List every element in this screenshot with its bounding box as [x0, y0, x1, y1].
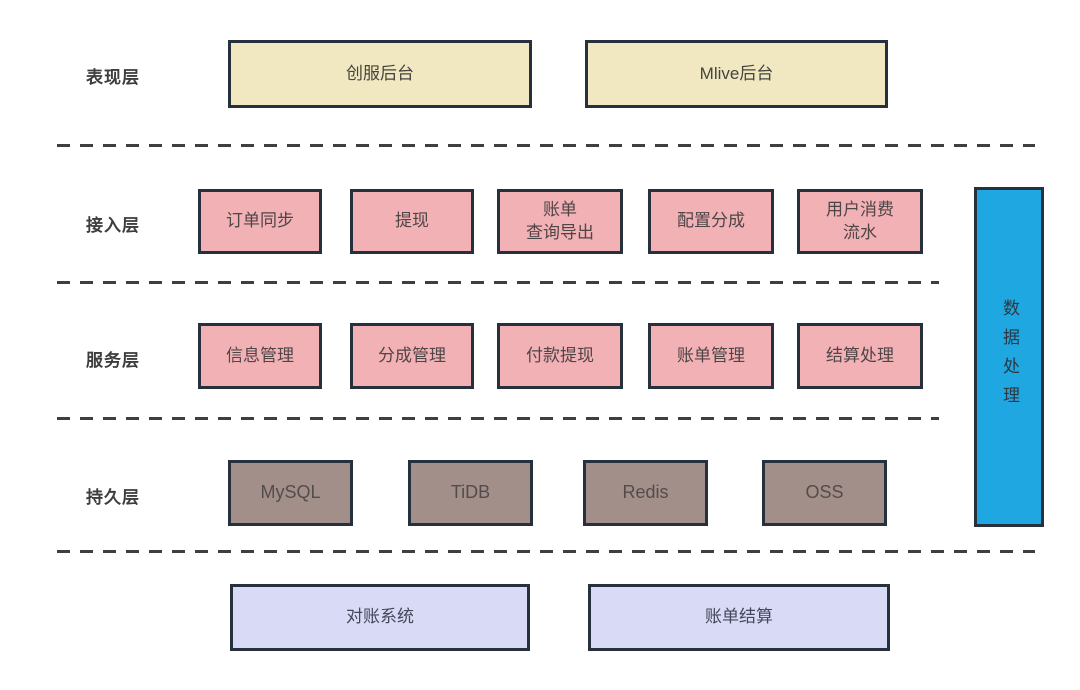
data-processing-pipeline-label: 数据处理 — [1000, 299, 1020, 415]
box-user-consumption-flow: 用户消费 流水 — [797, 189, 923, 254]
data-processing-pipeline: 数据处理 — [974, 187, 1044, 527]
box-bill-query-export: 账单 查询导出 — [497, 189, 623, 254]
box-profit-share-config: 配置分成 — [648, 189, 774, 254]
box-info-management: 信息管理 — [198, 323, 322, 389]
service-layer-label: 服务层 — [86, 351, 140, 370]
layer-divider-3 — [57, 417, 939, 420]
box-withdraw: 提现 — [350, 189, 474, 254]
box-order-sync: 订单同步 — [198, 189, 322, 254]
box-redis: Redis — [583, 460, 708, 526]
access-layer-label: 接入层 — [86, 216, 140, 235]
box-creation-service-admin: 创服后台 — [228, 40, 532, 108]
box-bill-settlement: 账单结算 — [588, 584, 890, 651]
layer-divider-1 — [57, 144, 1035, 147]
box-reconciliation-system: 对账系统 — [230, 584, 530, 651]
box-settlement-processing: 结算处理 — [797, 323, 923, 389]
box-bill-management: 账单管理 — [648, 323, 774, 389]
presentation-layer-label: 表现层 — [86, 68, 140, 87]
box-mysql: MySQL — [228, 460, 353, 526]
layer-divider-4 — [57, 550, 1035, 553]
box-share-management: 分成管理 — [350, 323, 474, 389]
box-payment-withdraw: 付款提现 — [497, 323, 623, 389]
box-mlive-admin: Mlive后台 — [585, 40, 888, 108]
layer-divider-2 — [57, 281, 939, 284]
box-tidb: TiDB — [408, 460, 533, 526]
persistence-layer-label: 持久层 — [86, 488, 140, 507]
box-oss: OSS — [762, 460, 887, 526]
